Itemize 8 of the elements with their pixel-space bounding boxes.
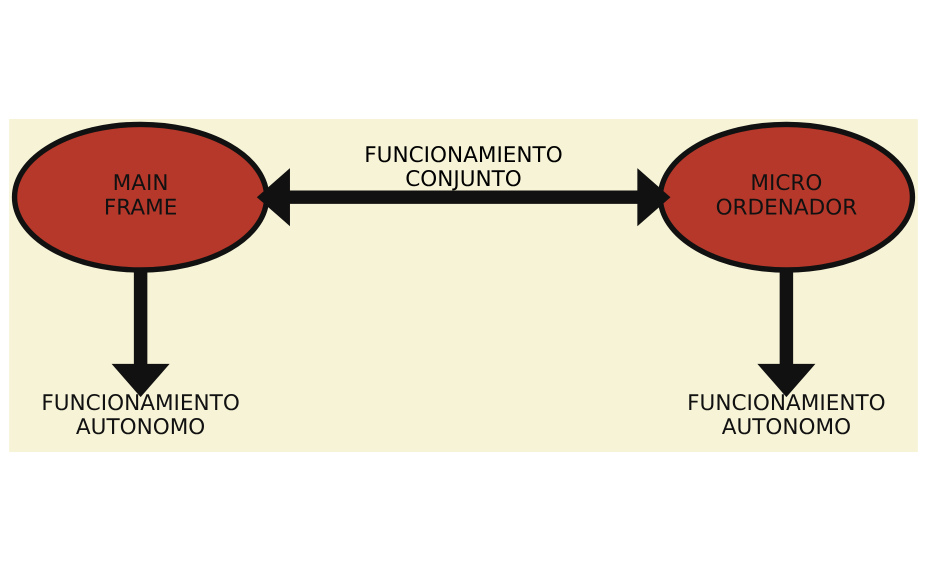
- arrow: [112, 270, 170, 397]
- arrow: [757, 270, 816, 397]
- arrow: [256, 168, 670, 226]
- edge-label: FUNCIONAMIENTO CONJUNTO: [364, 142, 563, 192]
- node-ellipse: MAIN FRAME: [12, 121, 270, 272]
- node-ellipse: MICRO ORDENADOR: [658, 121, 916, 272]
- node-text: FUNCIONAMIENTO AUTONOMO: [41, 390, 240, 440]
- node-text: FUNCIONAMIENTO AUTONOMO: [687, 390, 886, 440]
